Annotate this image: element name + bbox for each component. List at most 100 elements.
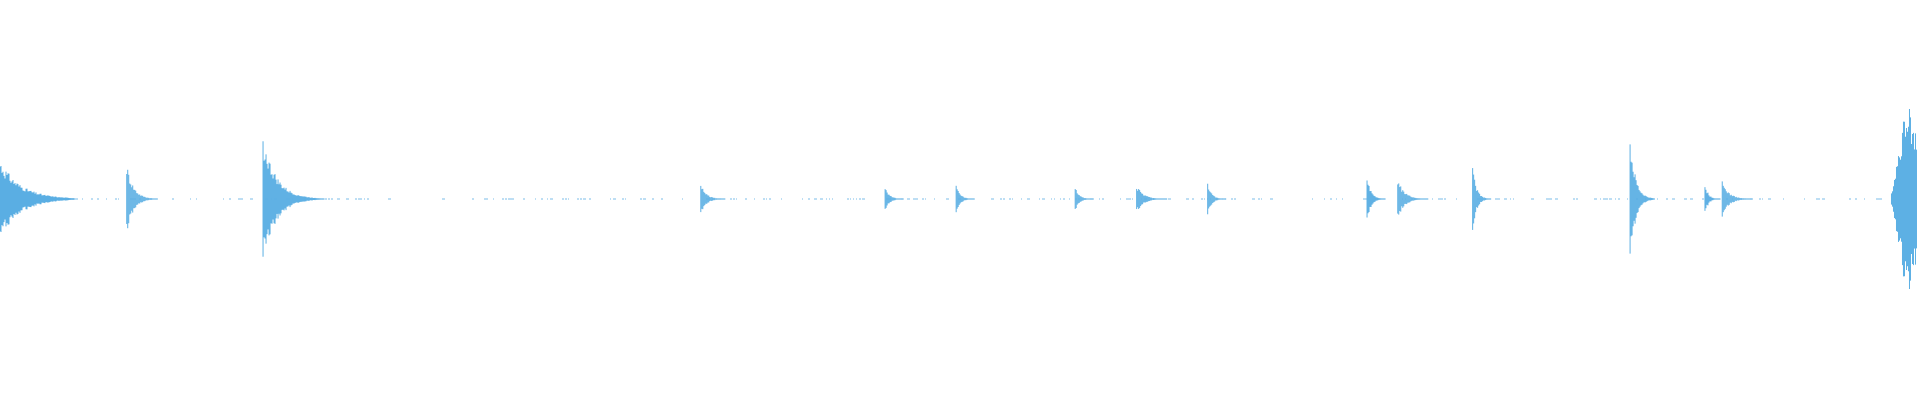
baseline-dot xyxy=(766,198,767,200)
baseline-dot xyxy=(367,198,369,200)
baseline-dot xyxy=(1129,198,1131,200)
baseline-dot xyxy=(388,198,391,200)
baseline-dot xyxy=(1573,198,1575,200)
baseline-dot xyxy=(1003,198,1005,200)
baseline-dot xyxy=(364,198,365,200)
baseline-dot xyxy=(442,198,445,200)
baseline-dot xyxy=(1879,198,1882,200)
waveform-transient xyxy=(126,169,158,229)
baseline-dot xyxy=(1342,198,1343,200)
baseline-dot xyxy=(622,198,624,200)
baseline-dot xyxy=(157,198,158,200)
baseline-dot xyxy=(1822,198,1825,200)
baseline-dot xyxy=(1849,198,1851,200)
baseline-dot xyxy=(1546,198,1549,200)
baseline-dot xyxy=(511,198,514,200)
waveform-transient xyxy=(1074,189,1094,209)
baseline-dot xyxy=(850,198,851,200)
baseline-dot xyxy=(505,198,507,200)
baseline-dot xyxy=(1234,198,1236,200)
baseline-dot xyxy=(802,198,803,200)
baseline-dot xyxy=(1444,198,1446,200)
baseline-dot xyxy=(769,198,771,200)
baseline-dot xyxy=(328,198,330,200)
baseline-dot xyxy=(541,198,543,200)
baseline-dot xyxy=(1009,198,1011,200)
baseline-dot xyxy=(1039,198,1040,200)
baseline-dot xyxy=(1042,198,1045,200)
baseline-dot xyxy=(1816,198,1819,200)
baseline-dot xyxy=(562,198,564,200)
baseline-dot xyxy=(1672,198,1675,200)
baseline-dot xyxy=(907,198,910,200)
baseline-dot xyxy=(814,198,817,200)
baseline-dot xyxy=(1000,198,1002,200)
baseline-dot xyxy=(1168,198,1171,200)
baseline-dot xyxy=(172,198,174,200)
baseline-dot xyxy=(661,198,663,200)
baseline-dot xyxy=(76,198,78,200)
baseline-dot xyxy=(1258,198,1260,200)
baseline-dot xyxy=(97,198,99,200)
baseline-dot xyxy=(190,198,191,200)
baseline-dot xyxy=(1270,198,1273,200)
baseline-dot xyxy=(115,198,117,200)
baseline-dot xyxy=(229,198,231,200)
baseline-dot xyxy=(547,198,548,200)
baseline-dot xyxy=(853,198,854,200)
baseline-dot xyxy=(487,198,488,200)
waveform-transient xyxy=(1136,188,1168,210)
baseline-dot xyxy=(1102,198,1104,200)
baseline-dot xyxy=(355,198,357,200)
baseline-dot xyxy=(1609,198,1612,200)
baseline-dot xyxy=(991,198,994,200)
baseline-dot xyxy=(1498,198,1500,200)
waveform-transient xyxy=(1472,168,1492,230)
baseline-dot xyxy=(1051,198,1052,200)
baseline-dot xyxy=(331,198,333,200)
baseline-dot xyxy=(1576,198,1578,200)
baseline-dot xyxy=(1201,198,1203,200)
baseline-dot xyxy=(1186,198,1189,200)
baseline-dot xyxy=(550,198,553,200)
baseline-dot xyxy=(862,198,865,200)
baseline-dot xyxy=(238,198,241,200)
baseline-dot xyxy=(652,198,654,200)
baseline-dot xyxy=(1627,198,1628,200)
waveform-events xyxy=(0,109,1917,289)
baseline-dot xyxy=(925,198,926,200)
baseline-dot xyxy=(1690,198,1693,200)
baseline-dot xyxy=(1231,198,1233,200)
baseline-dot xyxy=(358,198,361,200)
baseline-dot xyxy=(1618,198,1620,200)
waveform-transient xyxy=(955,185,975,213)
baseline-dot xyxy=(82,198,83,200)
baseline-dot xyxy=(946,198,949,200)
baseline-dot xyxy=(922,198,924,200)
baseline-dot xyxy=(745,198,747,200)
waveform-transient xyxy=(884,189,904,209)
baseline-dot xyxy=(736,198,737,200)
baseline-dot xyxy=(856,198,857,200)
baseline-dot xyxy=(1021,198,1022,200)
baseline-dot xyxy=(832,198,833,200)
baseline-dot xyxy=(580,198,582,200)
baseline-dot xyxy=(250,198,253,200)
baseline-dot xyxy=(1819,198,1820,200)
baseline-dot xyxy=(337,198,340,200)
baseline-dot xyxy=(781,198,782,200)
baseline-dot xyxy=(1192,198,1194,200)
baseline-dot xyxy=(1456,198,1457,200)
baseline-dot xyxy=(361,198,362,200)
baseline-dot xyxy=(1126,198,1129,200)
baseline-dot xyxy=(1438,198,1441,200)
baseline-dot xyxy=(523,198,525,200)
baseline-dot xyxy=(1864,198,1865,200)
baseline-dot xyxy=(472,198,474,200)
baseline-dot xyxy=(1531,198,1534,200)
waveform-transient xyxy=(1704,187,1721,211)
baseline-dot xyxy=(859,198,861,200)
baseline-dot xyxy=(106,198,107,200)
